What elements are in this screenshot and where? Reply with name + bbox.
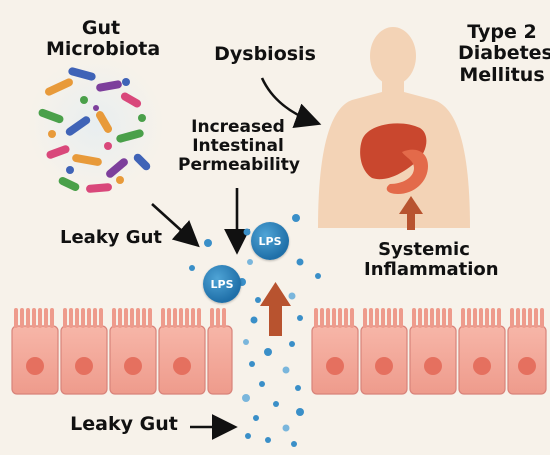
permeability-line-1: Increased <box>191 117 285 137</box>
epithelium-right <box>311 308 547 395</box>
lps-molecule-icon: LPS <box>203 265 241 303</box>
systemic-inflammation-label: Systemic Inflammation <box>364 239 499 281</box>
permeability-label: Increased Intestinal Permeability <box>178 117 300 176</box>
intestinal-cell-icon <box>207 308 233 395</box>
t2dm-line-3: Mellitus <box>459 63 545 86</box>
gut-microbiota-label: Gut Microbiota <box>46 17 161 61</box>
epithelium-left <box>11 308 233 395</box>
intestinal-cell-icon <box>458 308 506 395</box>
intestinal-cell-icon <box>60 308 108 395</box>
t2dm-line-2: Diabetes <box>458 42 550 65</box>
gut-microbiota-line-2: Microbiota <box>46 38 161 61</box>
liver-icon <box>360 123 427 180</box>
leaky-gut-bottom-label: Leaky Gut <box>70 413 178 435</box>
permeability-line-2: Intestinal <box>192 136 284 157</box>
permeability-line-3: Permeability <box>178 155 300 176</box>
gut-microbiota-line-1: Gut <box>81 17 121 39</box>
t2dm-line-1: Type 2 <box>467 21 537 43</box>
dysbiosis-label: Dysbiosis <box>214 43 316 65</box>
inflammation-line-2: Inflammation <box>364 259 499 281</box>
leaky-gut-top-label: Leaky Gut <box>60 227 162 248</box>
inflammation-line-1: Systemic <box>378 239 470 260</box>
stomach-icon <box>386 149 428 194</box>
intestinal-cell-icon <box>158 308 206 395</box>
intestinal-cell-icon <box>360 308 408 395</box>
intestinal-cell-icon <box>409 308 457 395</box>
lps-label: LPS <box>258 234 282 248</box>
translocation-arrow-icon <box>260 282 291 336</box>
intestinal-cell-icon <box>109 308 157 395</box>
lps-molecule-icon: LPS <box>251 222 289 260</box>
inflammation-arrow-icon <box>399 196 423 230</box>
leaky-gut-top-arrow-icon <box>151 203 200 248</box>
dysbiosis-arrow-icon <box>260 77 322 128</box>
intestinal-cell-icon <box>11 308 59 395</box>
intestinal-cell-icon <box>507 308 547 395</box>
bacteria-cluster-icon <box>28 57 164 193</box>
lps-label: LPS <box>210 277 234 291</box>
t2dm-label: Type 2 Diabetes Mellitus <box>458 21 550 86</box>
intestinal-cell-icon <box>311 308 359 395</box>
